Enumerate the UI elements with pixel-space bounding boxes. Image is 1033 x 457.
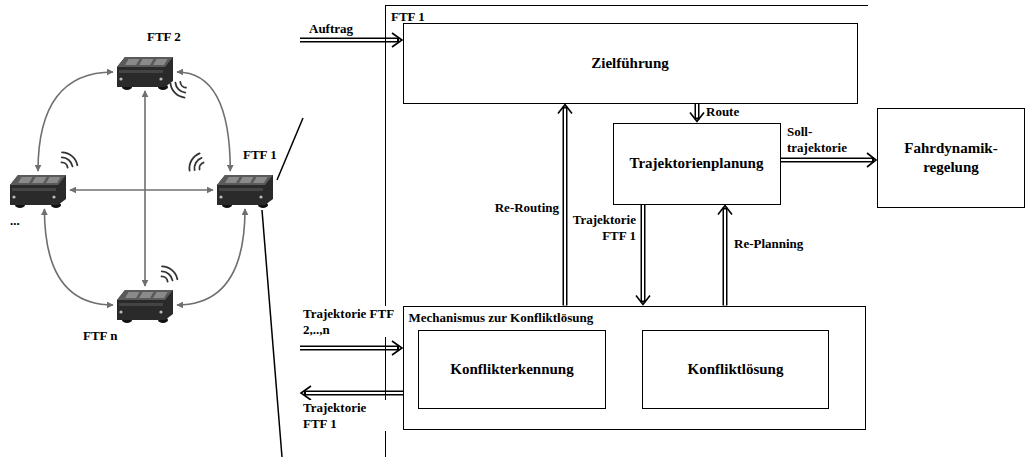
arrow-shaft <box>641 205 646 303</box>
process-box: Fahrdynamik- regelung <box>877 108 1025 208</box>
arrow-head <box>558 105 572 114</box>
group-box: Mechanismus zur KonfliktlösungKonflikter… <box>403 306 866 430</box>
group-heading: Mechanismus zur Konfliktlösung <box>409 310 594 326</box>
radio-link <box>144 91 146 286</box>
arrow-shaft <box>781 158 875 163</box>
process-box: Zielführung <box>403 23 858 104</box>
vehicle-illustration <box>213 171 277 209</box>
box-title: Konfliktlösung <box>682 360 790 379</box>
zoom-lines <box>262 118 303 457</box>
connector <box>145 91 146 286</box>
process-box: Trajektorienplanung <box>613 123 781 205</box>
wifi-symbols <box>57 78 207 286</box>
edge-label: Route <box>705 104 767 120</box>
connector <box>636 205 650 305</box>
arrow-head <box>867 153 876 167</box>
vehicle-illustration <box>6 171 70 209</box>
process-box: Konfliktlösung <box>642 330 829 409</box>
flow-label: Auftrag <box>308 21 380 37</box>
box-title: Trajektorienplanung <box>624 154 770 173</box>
vehicle: FTF n <box>113 286 177 324</box>
vehicle-label: ... <box>10 213 20 229</box>
arrow-core <box>564 109 566 306</box>
flow-label: Trajektorie FTF 2,..,n <box>302 306 396 337</box>
connector <box>558 105 572 306</box>
arrow-shaft <box>695 104 700 120</box>
arrow-head <box>690 113 704 122</box>
connector <box>38 72 113 171</box>
flow-label: Trajektorie FTF 1 <box>302 400 388 431</box>
box-title: Zielführung <box>585 54 675 73</box>
arrow-core <box>696 104 698 118</box>
vehicle-label: FTF n <box>83 328 118 344</box>
vehicle: FTF 1 <box>213 171 277 209</box>
edge-label: Re-Planning <box>733 236 825 252</box>
connector <box>44 209 113 305</box>
connector <box>177 209 245 305</box>
box-title: Konflikterkennung <box>444 360 579 379</box>
arrow-shaft <box>723 208 728 306</box>
arrow-shaft <box>563 107 568 306</box>
connector <box>70 190 213 191</box>
arrow-core <box>724 210 726 306</box>
connector <box>690 104 704 122</box>
edge-label: Soll- trajektorie <box>786 124 860 155</box>
connector <box>718 206 732 306</box>
arrow-head <box>718 206 732 215</box>
arrow-core <box>642 205 644 301</box>
arrow-core <box>781 159 873 161</box>
output-arrow-trajectory <box>301 386 403 400</box>
edge-label: Trajektorie FTF 1 <box>545 212 637 243</box>
vehicle: FTF 2 <box>113 53 177 91</box>
process-box: Konflikterkennung <box>418 330 606 409</box>
box-title: Fahrdynamik- regelung <box>884 139 1018 177</box>
radio-link <box>44 209 113 305</box>
radio-link <box>38 72 113 171</box>
vehicle: ... <box>6 171 70 209</box>
radio-link <box>177 72 230 171</box>
connector <box>177 72 230 171</box>
vehicle-illustration <box>113 286 177 324</box>
vehicle-label: FTF 1 <box>243 147 277 163</box>
vehicle-illustration <box>113 53 177 91</box>
vehicle-label: FTF 2 <box>147 29 181 45</box>
connector <box>781 153 877 167</box>
input-arrow-trajectories <box>300 341 402 355</box>
radio-link <box>70 189 213 191</box>
radio-link <box>177 209 245 305</box>
arrow-head <box>636 296 650 305</box>
edge-label: Re-Routing <box>470 200 560 216</box>
